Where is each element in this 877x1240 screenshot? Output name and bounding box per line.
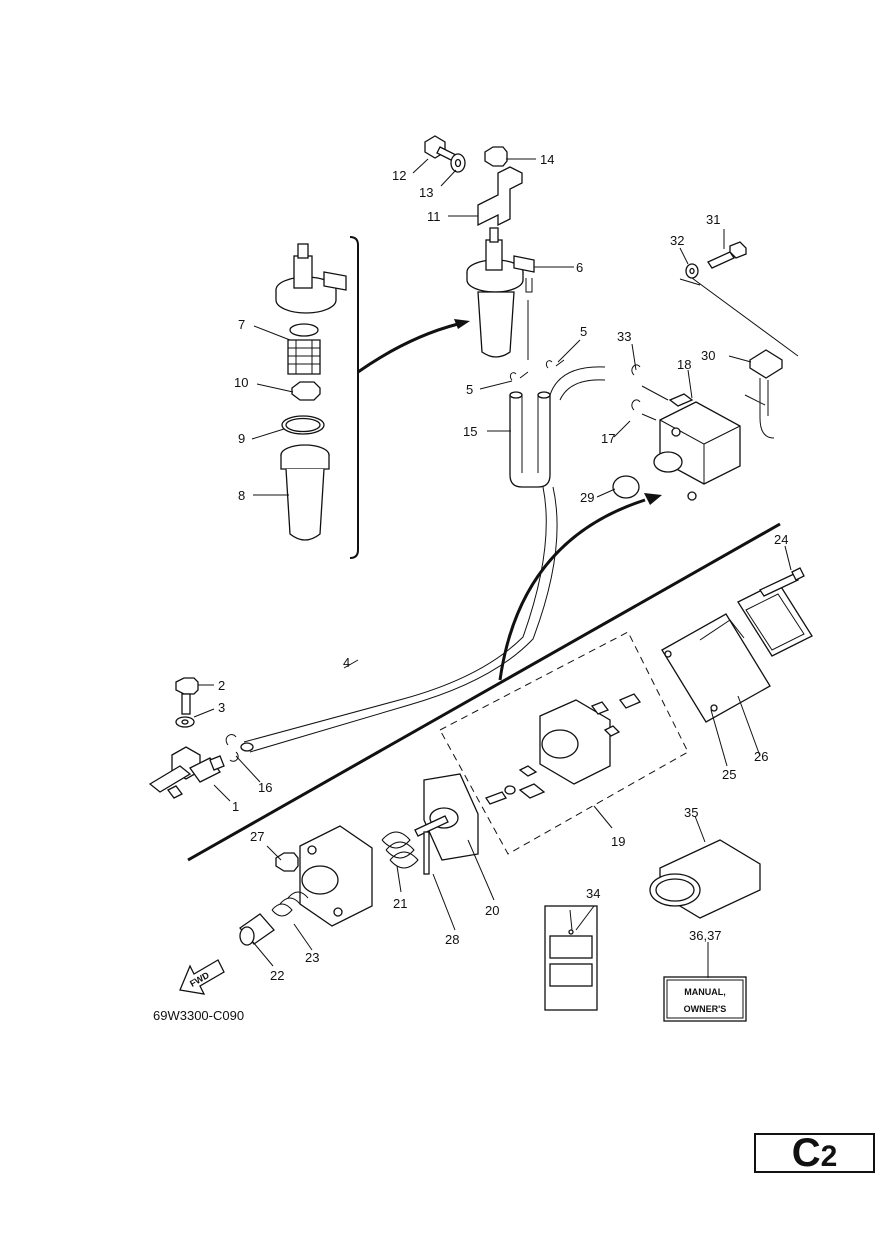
- callout-17: 17: [601, 431, 615, 446]
- callout-5-lower: 5: [466, 382, 473, 397]
- nut-10: [291, 381, 321, 401]
- callout-27: 27: [250, 829, 264, 844]
- fwd-arrow-icon: FWD: [179, 959, 225, 995]
- callout-4: 4: [343, 655, 350, 670]
- callout-35: 35: [684, 805, 698, 820]
- manual-line1: MANUAL,: [684, 987, 726, 997]
- clip-5-upper: [545, 359, 565, 369]
- pump-18: [653, 393, 741, 501]
- callout-20: 20: [485, 903, 499, 918]
- washer-13: [450, 153, 466, 173]
- divider-line: [187, 522, 781, 862]
- bolt-31: [707, 241, 747, 269]
- bracket-11: [477, 166, 523, 227]
- callout-12: 12: [392, 168, 406, 183]
- page-ref-number: 2: [820, 1140, 838, 1173]
- callout-3: 3: [218, 700, 225, 715]
- callout-19: 19: [611, 834, 625, 849]
- callout-16: 16: [258, 780, 272, 795]
- callout-14: 14: [540, 152, 554, 167]
- fuel-filter-6: [466, 227, 535, 358]
- callout-5-upper: 5: [580, 324, 587, 339]
- screw-24: [759, 567, 805, 597]
- callout-32: 32: [670, 233, 684, 248]
- page-ref-letter: C: [791, 1131, 821, 1175]
- callout-36-37: 36,37: [689, 928, 722, 943]
- callout-1: 1: [232, 799, 239, 814]
- pump-body: [518, 693, 642, 799]
- label-34: [544, 905, 598, 1011]
- clip-5-lower: [509, 371, 529, 381]
- callout-31: 31: [706, 212, 720, 227]
- callout-25: 25: [722, 767, 736, 782]
- callout-28: 28: [445, 932, 459, 947]
- callout-22: 22: [270, 968, 284, 983]
- callout-13: 13: [419, 185, 433, 200]
- callout-33: 33: [617, 329, 631, 344]
- bracket-30: [744, 349, 783, 439]
- callout-6: 6: [576, 260, 583, 275]
- o-ring-29: [612, 475, 640, 499]
- callout-34: 34: [586, 886, 600, 901]
- callout-labels: 1 2 3 4 5 5 6 7 8 9 10 11 12 13 14 15 16…: [218, 152, 788, 983]
- filter-head-exploded: [275, 243, 347, 314]
- hose-15: [509, 300, 606, 488]
- kit-box-19: [439, 631, 689, 855]
- clip-33: [631, 364, 669, 401]
- pin-28: [423, 831, 430, 875]
- filter-element-7: [287, 323, 321, 375]
- callout-15: 15: [463, 424, 477, 439]
- figure-code: 69W3300-C090: [153, 1008, 244, 1023]
- screw-kit: [485, 785, 516, 805]
- group-bracket: [349, 236, 359, 559]
- o-ring-9: [281, 415, 325, 435]
- clip-16: [225, 734, 239, 762]
- group-arrowhead: [454, 319, 470, 329]
- page-reference-box: C 2: [754, 1133, 875, 1173]
- callout-30: 30: [701, 348, 715, 363]
- callout-7: 7: [238, 317, 245, 332]
- nut-27: [275, 852, 299, 872]
- fuel-hose-4: [240, 486, 558, 753]
- callout-29: 29: [580, 490, 594, 505]
- callout-26: 26: [754, 749, 768, 764]
- mount-lead: [679, 277, 799, 357]
- washer-3: [175, 716, 195, 728]
- nut-14: [484, 146, 508, 167]
- cover-35: [649, 839, 761, 919]
- callout-2: 2: [218, 678, 225, 693]
- callout-18: 18: [677, 357, 691, 372]
- spring-21: [381, 831, 419, 869]
- filter-cup-8: [280, 444, 330, 541]
- callout-23: 23: [305, 950, 319, 965]
- manual-line2: OWNER'S: [684, 1004, 727, 1014]
- callout-11: 11: [427, 209, 441, 224]
- callout-24: 24: [774, 532, 788, 547]
- leader-lines: [193, 158, 792, 978]
- spring-23: [271, 891, 309, 917]
- piston-22: [239, 913, 275, 946]
- callout-9: 9: [238, 431, 245, 446]
- washer-32: [685, 263, 699, 279]
- fuel-joint-1: [148, 746, 225, 799]
- clip-17: [631, 399, 657, 421]
- callout-10: 10: [234, 375, 248, 390]
- owners-manual: MANUAL, OWNER'S: [663, 976, 747, 1022]
- pump-housing: [299, 825, 373, 927]
- section-arrow: [498, 498, 646, 681]
- callout-21: 21: [393, 896, 407, 911]
- diaphragm-20: [414, 773, 479, 861]
- group-arrow: [357, 322, 459, 374]
- bolt-2: [175, 677, 199, 715]
- gasket-25: [661, 613, 771, 723]
- callout-8: 8: [238, 488, 245, 503]
- section-arrowhead: [644, 493, 662, 505]
